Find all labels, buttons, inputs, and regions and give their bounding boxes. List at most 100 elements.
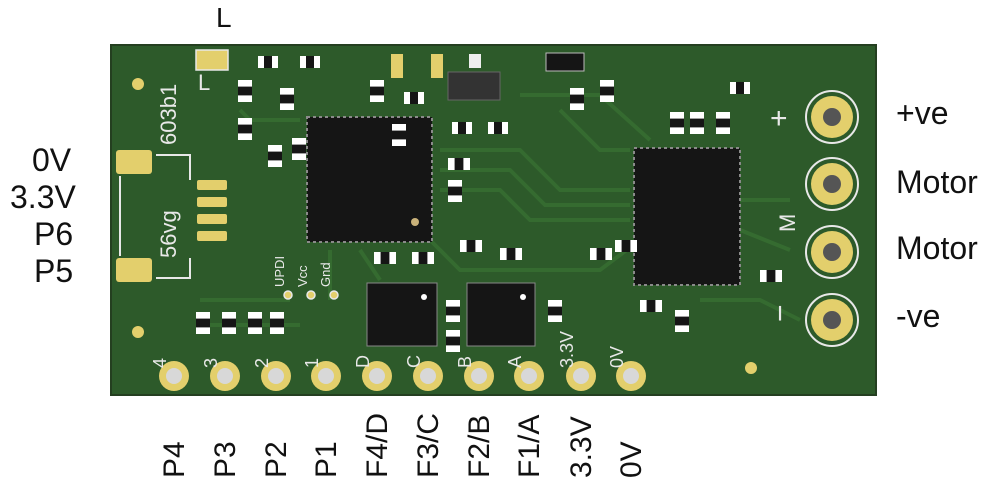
motor-pad-2: [805, 225, 859, 279]
smd-part-5: [268, 145, 282, 167]
smd-part-20: [675, 310, 689, 332]
mosfet-chip-left: [366, 282, 438, 347]
smd-part-8: [452, 122, 472, 134]
left-pad-top: [116, 150, 152, 174]
prog-pads: [283, 290, 339, 300]
led-top: [195, 49, 229, 71]
smd-part-6: [370, 80, 384, 102]
bottom-label-2: P2: [260, 441, 293, 478]
prog-label-gnd: Gnd: [318, 262, 333, 287]
smd-part-23: [716, 112, 730, 134]
bottom-label-7: F1/A: [513, 414, 546, 478]
bottom-pin-silk-4: D: [353, 355, 373, 368]
left-label-p5: P5: [34, 253, 74, 289]
bottom-pin-silk-5: C: [404, 355, 424, 368]
bottom-pin-silk-6: B: [455, 356, 475, 368]
smd-part-14: [374, 252, 396, 264]
bottom-label-1: P3: [209, 441, 242, 478]
chip-mark-silk: 56vg: [156, 210, 181, 258]
motor-silk-m: M: [775, 214, 800, 232]
smd-part-24: [670, 112, 684, 134]
bottom-pad-0: [159, 361, 189, 391]
prog-label-vcc: Vcc: [295, 265, 310, 287]
bottom-pin-silk-9: 0V: [607, 346, 627, 368]
bottom-pin-silk-7: A: [505, 356, 525, 368]
smd-part-35: [615, 240, 637, 252]
bottom-pin-silk-8: 3.3V: [557, 331, 577, 368]
left-label-0v: 0V: [32, 142, 72, 178]
motor-pads: [805, 90, 859, 347]
motor-pad-0: [805, 90, 859, 144]
bottom-pad-5: [413, 361, 443, 391]
smd-part-28: [196, 312, 210, 334]
bottom-header-pads: [159, 361, 646, 391]
motor-pad-3: [805, 293, 859, 347]
bottom-label-8: 3.3V: [565, 416, 598, 478]
bottom-pad-9: [616, 361, 646, 391]
revision-silk: 603b1: [156, 84, 181, 145]
motor-silk-plus: +: [770, 102, 788, 135]
smd-part-17: [446, 330, 460, 352]
bottom-label-9: 0V: [615, 441, 648, 478]
bottom-pin-silk-0: 4: [150, 358, 170, 368]
left-pad-bottom: [116, 258, 152, 282]
smd-part-1: [300, 56, 320, 68]
left-pad-fingers: [197, 180, 227, 241]
smd-part-29: [222, 312, 236, 334]
smd-part-16: [446, 300, 460, 322]
smd-part-10: [448, 158, 470, 170]
bottom-pin-silk-1: 3: [201, 358, 221, 368]
driver-chip: [633, 147, 741, 286]
right-label-motor-1: Motor: [896, 164, 978, 200]
left-label-p6: P6: [34, 216, 74, 252]
motor-silk-minus: −: [764, 304, 797, 322]
bottom-pin-silk-3: 1: [302, 358, 322, 368]
bottom-pad-8: [566, 361, 596, 391]
smd-part-9: [488, 122, 508, 134]
smd-part-11: [448, 180, 462, 202]
right-label-motor-2: Motor: [896, 230, 978, 266]
bottom-pad-1: [210, 361, 240, 391]
bottom-label-0: P4: [158, 441, 191, 478]
smd-part-4: [238, 118, 252, 140]
mount-hole-tl: [132, 78, 144, 90]
smd-part-21: [590, 248, 612, 260]
bottom-pad-2: [261, 361, 291, 391]
smd-part-13: [500, 248, 522, 260]
smd-part-12: [460, 240, 482, 252]
smd-part-3: [280, 88, 294, 110]
smd-part-15: [412, 252, 434, 264]
regulator-chip: [447, 71, 501, 101]
test-pads: [391, 54, 481, 78]
smd-part-27: [570, 88, 584, 110]
mosfet-chip-right: [466, 282, 536, 347]
smd-part-33: [292, 138, 306, 160]
bottom-pad-6: [464, 361, 494, 391]
smd-part-31: [270, 312, 284, 334]
corner-mark-silk: L: [198, 70, 210, 95]
smd-components: [196, 56, 782, 352]
bottom-label-3: P1: [310, 441, 343, 478]
smd-part-26: [600, 80, 614, 102]
bottom-pad-7: [514, 361, 544, 391]
smd-part-25: [730, 82, 750, 94]
top-mark-label: L: [216, 2, 232, 33]
bottom-label-4: F4/D: [361, 412, 394, 478]
right-label-plus: +ve: [896, 95, 949, 131]
smd-part-19: [640, 300, 662, 312]
smd-part-18: [548, 300, 562, 322]
bottom-label-5: F3/C: [412, 412, 445, 478]
smd-part-30: [248, 312, 262, 334]
right-label-minus: -ve: [896, 298, 941, 334]
smd-part-2: [238, 80, 252, 102]
smd-part-0: [258, 56, 278, 68]
bottom-pad-4: [362, 361, 392, 391]
motor-pad-1: [805, 157, 859, 211]
diode: [545, 52, 585, 72]
bottom-label-6: F2/B: [463, 414, 496, 478]
mount-hole-br: [745, 362, 757, 374]
smd-part-7: [404, 92, 424, 104]
left-label-3v3: 3.3V: [10, 179, 76, 215]
